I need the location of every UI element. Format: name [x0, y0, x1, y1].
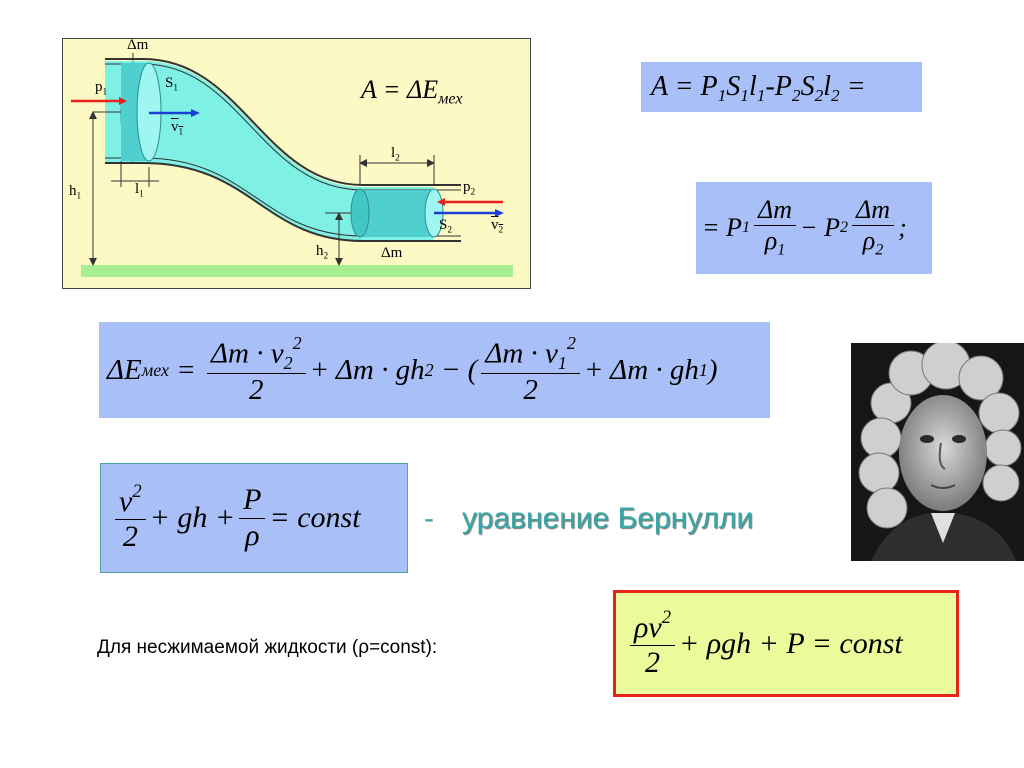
v2-label: v2 — [491, 217, 504, 236]
incompressible-label: Для несжимаемой жидкости (ρ=const): — [97, 637, 438, 658]
bernoulli-dash: - — [424, 502, 434, 535]
pipe-diagram: Δm p1 S1 v1 l1 h1 l2 p2 S2 v2 h2 Δm A = … — [62, 37, 531, 289]
h1-label: h1 — [69, 183, 82, 202]
work-equation: A = P1S1l1-P2S2l2 = — [641, 62, 922, 112]
l1-label: l1 — [135, 181, 144, 200]
fluid-body — [105, 61, 433, 241]
v1-label: v1 — [171, 119, 184, 138]
bernoulli-portrait — [851, 343, 1024, 561]
work-energy-formula: A = ΔEмех — [361, 75, 463, 108]
p1-label: p1 — [95, 79, 108, 98]
delta-m-bottom-label: Δm — [381, 245, 403, 261]
l2-label: l2 — [391, 145, 400, 164]
s2-label: S2 — [439, 217, 452, 236]
bernoulli-caption: уравнение Бернулли — [462, 502, 754, 535]
pipe-diagram-svg — [71, 53, 513, 277]
s1-label: S1 — [165, 75, 178, 94]
cylinder-right — [360, 190, 434, 237]
delta-m-top-label: Δm — [127, 37, 149, 53]
h2-label: h2 — [316, 243, 329, 262]
ground — [81, 265, 513, 277]
p2-label: p2 — [463, 179, 476, 198]
